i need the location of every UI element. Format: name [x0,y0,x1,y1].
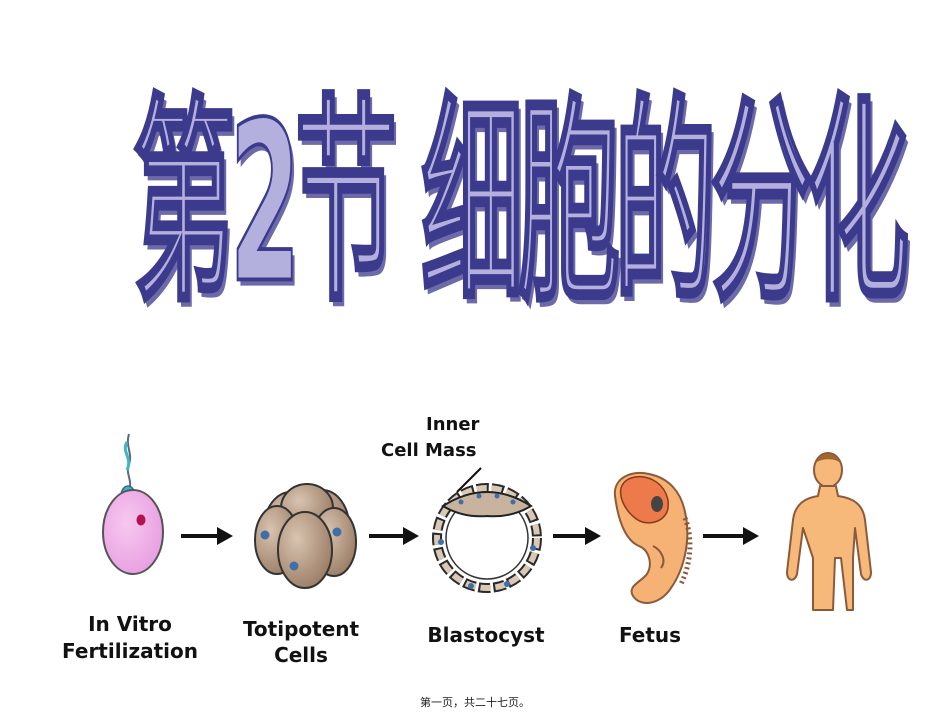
egg-with-sperm-icon [102,433,164,575]
stage-label-totipotent-line2: Cells [274,643,328,667]
stage-label-ivf-line1: In Vitro [88,612,172,636]
development-diagram: Inner Cell Mass In Vitro Fertilization T… [41,378,905,708]
cell-cluster-icon [254,483,357,589]
arrow-right-icon [703,527,759,545]
human-figure-icon [786,452,872,611]
arrow-right-icon [181,527,233,545]
callout-label-line2: Cell Mass [381,440,477,461]
arrow-right-icon [553,527,601,545]
stage-label-blastocyst: Blastocyst [427,623,545,647]
callout-label-line1: Inner [426,414,480,435]
stage-label-totipotent-line1: Totipotent [243,617,360,641]
fetus-icon [613,472,693,604]
stage-label-ivf-line2: Fertilization [62,639,198,663]
stage-label-fetus: Fetus [619,623,681,647]
arrow-right-icon [369,527,419,545]
callout-pointer [456,467,482,493]
slide-footer: 第一页，共二十七页。 [420,696,530,709]
blastocyst-icon [432,483,542,593]
slide-title: 第2节 细胞的分化 [132,76,910,333]
